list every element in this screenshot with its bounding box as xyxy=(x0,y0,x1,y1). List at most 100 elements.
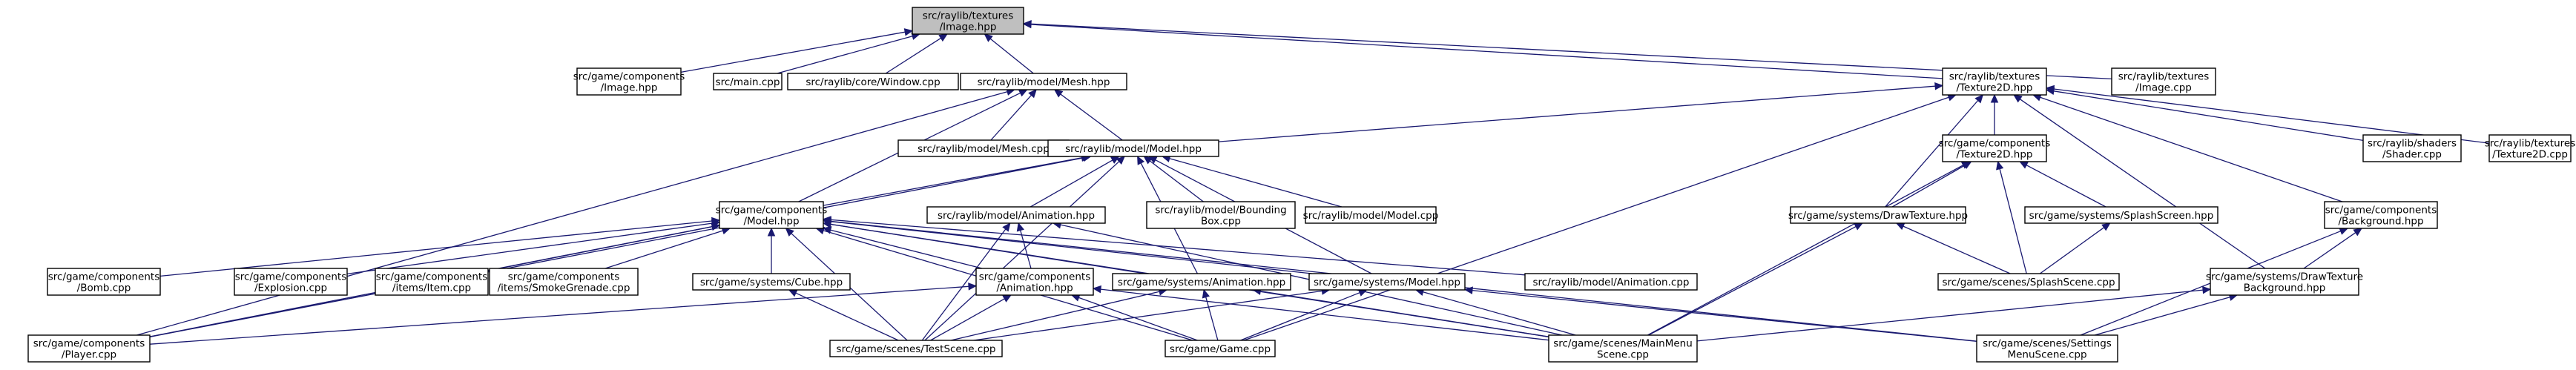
edge-line xyxy=(1472,289,1977,343)
node-label: src/raylib/textures xyxy=(2118,71,2209,83)
node-comp-image-hpp[interactable]: src/game/components/Image.hpp xyxy=(573,67,685,96)
node-label: src/game/Game.cpp xyxy=(1170,343,1271,355)
edge-sys-model-hpp-game-cpp xyxy=(1240,288,1368,341)
node-splashscene-cpp[interactable]: src/game/scenes/SplashScene.cpp xyxy=(1937,273,2120,291)
node-box xyxy=(576,67,682,96)
node-label: Background.hpp xyxy=(2244,283,2326,294)
node-label: MenuScene.cpp xyxy=(2007,349,2086,361)
edge-line xyxy=(777,36,913,74)
node-label: src/game/scenes/SplashScene.cpp xyxy=(1942,277,2115,288)
node-label: Scene.cpp xyxy=(1597,349,1649,361)
node-mesh-cpp[interactable]: src/raylib/model/Mesh.cpp xyxy=(897,139,1070,157)
node-shader-cpp[interactable]: src/raylib/shaders/Shader.cpp xyxy=(2362,134,2462,162)
edge-arrowhead xyxy=(767,227,776,237)
node-box xyxy=(1524,273,1698,291)
node-testscene-cpp[interactable]: src/game/scenes/TestScene.cpp xyxy=(829,340,1003,357)
edge-arrowhead xyxy=(711,222,721,231)
node-label: src/game/systems/Model.hpp xyxy=(1314,277,1460,288)
edge-comp-model-hpp-sys-animation-hpp xyxy=(822,220,1150,274)
node-sys-animation-hpp[interactable]: src/game/systems/Animation.hpp xyxy=(1112,273,1291,291)
node-drawtexture-bg-hpp[interactable]: src/game/systems/DrawTextureBackground.h… xyxy=(2206,268,2363,296)
node-label: /Texture2D.hpp xyxy=(1957,82,2033,94)
node-drawtexture-hpp[interactable]: src/game/systems/DrawTexture.hpp xyxy=(1788,206,1968,224)
edge-arrowhead xyxy=(1895,222,1905,231)
edge-line xyxy=(2026,165,2106,208)
node-model-hpp[interactable]: src/raylib/model/Model.hpp xyxy=(1047,139,1219,157)
node-main-cpp[interactable]: src/main.cpp xyxy=(713,73,783,90)
node-cube-hpp[interactable]: src/game/systems/Cube.hpp xyxy=(692,273,851,291)
edge-line xyxy=(1060,93,1123,141)
edge-line xyxy=(1647,165,1964,336)
node-box xyxy=(1790,206,1966,224)
node-game-cpp[interactable]: src/game/Game.cpp xyxy=(1165,340,1276,357)
edge-line xyxy=(830,221,1312,274)
edge-arrowhead xyxy=(1016,222,1024,232)
edge-line xyxy=(2039,227,2104,274)
node-animation-hpp[interactable]: src/raylib/model/Animation.hpp xyxy=(926,206,1106,224)
edge-arrowhead xyxy=(2202,285,2212,294)
node-splashscreen-hpp[interactable]: src/game/systems/SplashScreen.hpp xyxy=(2024,206,2218,224)
node-label: /Bomb.cpp xyxy=(77,283,131,294)
edge-line xyxy=(1030,24,1943,79)
node-image-cpp[interactable]: src/raylib/textures/Image.cpp xyxy=(2111,67,2216,96)
node-label: src/game/components xyxy=(376,271,488,283)
edge-line xyxy=(2303,232,2356,269)
edge-comp-model-hpp-cube-hpp xyxy=(767,227,776,274)
edge-arrowhead xyxy=(968,283,978,291)
edge-arrowhead xyxy=(2013,94,2023,103)
node-comp-background-hpp[interactable]: src/game/components/Background.hpp xyxy=(2324,201,2438,229)
node-window-cpp[interactable]: src/raylib/core/Window.cpp xyxy=(787,73,959,90)
edge-line xyxy=(1078,297,1198,341)
node-comp-model-hpp[interactable]: src/game/components/Model.hpp xyxy=(716,201,828,229)
node-label: src/raylib/model/Model.hpp xyxy=(1065,143,1202,155)
edge-arrowhead xyxy=(785,228,794,237)
node-bomb-cpp[interactable]: src/game/components/Bomb.cpp xyxy=(47,268,161,296)
node-box xyxy=(489,268,639,296)
node-label: /Background.hpp xyxy=(2338,216,2423,228)
node-mesh-hpp[interactable]: src/raylib/model/Mesh.hpp xyxy=(960,73,1127,90)
node-label: src/raylib/core/Window.cpp xyxy=(806,76,940,88)
node-box xyxy=(692,273,851,291)
node-texture2d-cpp[interactable]: src/raylib/textures/Texture2D.cpp xyxy=(2485,134,2575,162)
node-label: src/raylib/model/Animation.cpp xyxy=(1533,277,1690,288)
node-sys-model-hpp[interactable]: src/game/systems/Model.hpp xyxy=(1308,273,1466,291)
edge-comp-model-hpp-smokegrenade-cpp xyxy=(605,227,731,269)
node-box xyxy=(1308,273,1466,291)
node-animation-cpp[interactable]: src/raylib/model/Animation.cpp xyxy=(1524,273,1698,291)
edge-line xyxy=(149,285,969,345)
node-smokegrenade-cpp[interactable]: src/game/components/items/SmokeGrenade.c… xyxy=(489,268,639,296)
node-label: src/game/scenes/MainMenu xyxy=(1553,338,1693,350)
edge-arrowhead xyxy=(1357,288,1368,297)
node-label: /Model.hpp xyxy=(743,216,799,228)
node-box xyxy=(1146,201,1296,229)
node-box xyxy=(375,268,489,296)
edge-line xyxy=(1696,289,2204,342)
edge-line xyxy=(973,290,1322,341)
node-item-cpp[interactable]: src/game/components/items/Item.cpp xyxy=(375,268,489,296)
node-box xyxy=(1112,273,1291,291)
edge-line xyxy=(990,94,1032,141)
node-box xyxy=(912,7,1024,35)
node-box xyxy=(2111,67,2216,96)
edge-arrowhead xyxy=(1463,286,1473,294)
edge-arrowhead xyxy=(1022,20,1032,28)
node-box xyxy=(2488,134,2572,162)
node-comp-texture2d-hpp[interactable]: src/game/components/Texture2D.hpp xyxy=(1939,134,2051,162)
edge-sys-animation-hpp-mainmenu-cpp xyxy=(1252,287,1549,337)
node-model-cpp[interactable]: src/raylib/model/Model.cpp xyxy=(1303,206,1439,224)
edge-line xyxy=(921,228,1007,341)
node-box xyxy=(960,73,1127,90)
node-comp-animation-hpp[interactable]: src/game/components/Animation.hpp xyxy=(975,268,1094,296)
node-label: src/raylib/textures xyxy=(1949,71,2040,83)
node-label: src/game/components xyxy=(1939,138,2051,150)
edge-sys-model-hpp-settings-cpp xyxy=(1463,286,1977,343)
node-player-cpp[interactable]: src/game/components/Player.cpp xyxy=(27,334,151,363)
node-texture2d-hpp[interactable]: src/raylib/textures/Texture2D.hpp xyxy=(1942,67,2047,96)
node-box xyxy=(27,334,151,363)
node-explosion-cpp[interactable]: src/game/components/Explosion.cpp xyxy=(234,268,348,296)
edge-line xyxy=(605,230,723,269)
